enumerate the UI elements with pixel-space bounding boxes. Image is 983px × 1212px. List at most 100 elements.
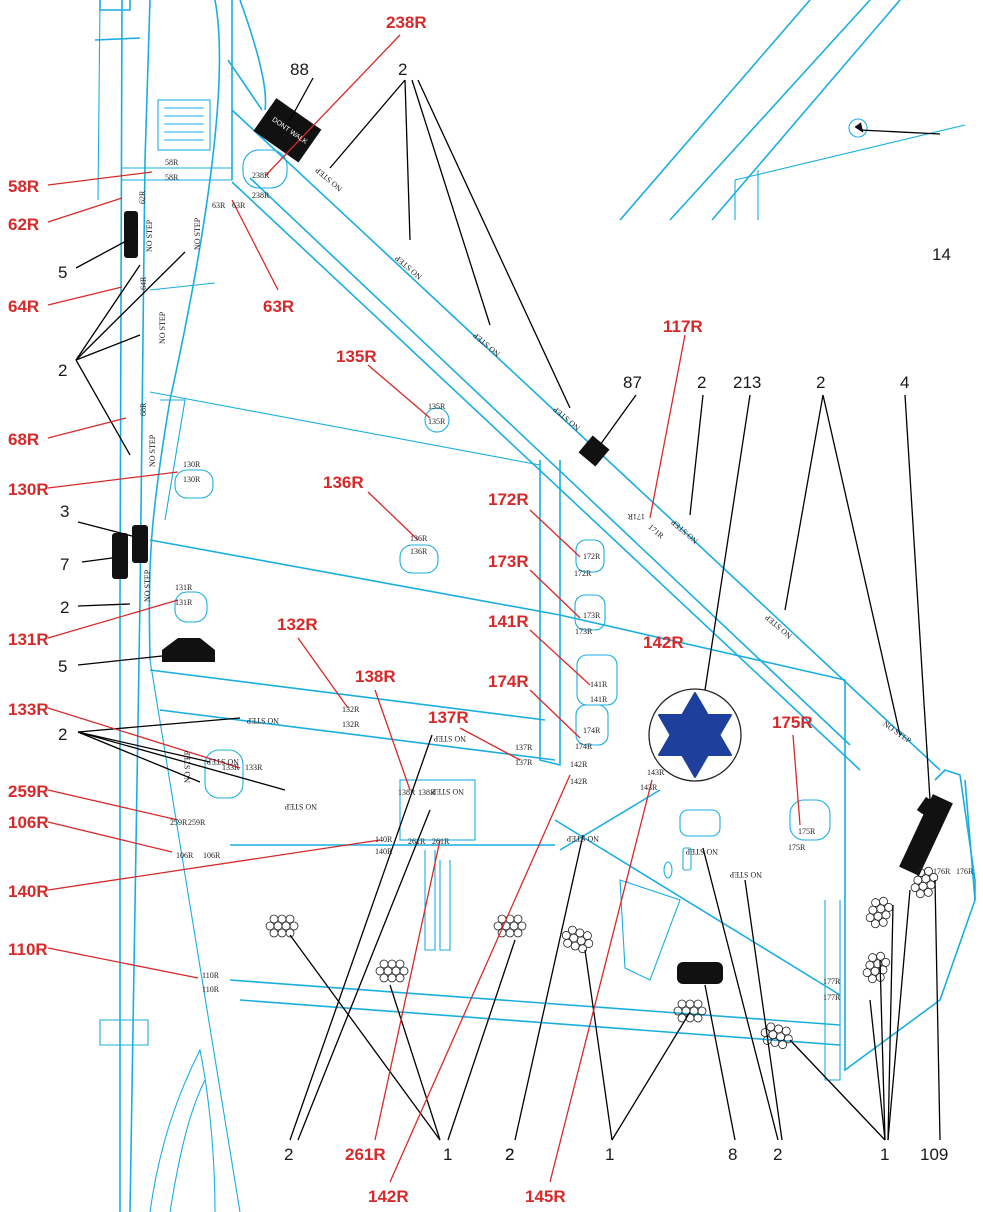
panel-label: 138R bbox=[398, 788, 416, 797]
panel-label: 142R bbox=[570, 760, 588, 769]
panel-label: 62R bbox=[138, 190, 147, 204]
panel-label: 175R bbox=[798, 827, 816, 836]
callout-black: 2 bbox=[60, 598, 69, 617]
callout-black: 2 bbox=[58, 725, 67, 744]
no-step-stencil: NO STEP bbox=[143, 569, 152, 602]
panel-label: 110R bbox=[202, 971, 220, 980]
panel-label: 174R bbox=[575, 742, 593, 751]
panel-label: 141R bbox=[590, 680, 608, 689]
callout-red: 131R bbox=[8, 630, 49, 649]
black-callouts: 88 2 14 5 2 87 2 213 2 4 3 7 2 5 2 2 2 1… bbox=[58, 60, 951, 1164]
callout-red: 142R bbox=[368, 1187, 409, 1206]
panel-label: 172R bbox=[574, 569, 592, 578]
panel-label: 135R bbox=[428, 402, 446, 411]
panel-label: 143R bbox=[647, 768, 665, 777]
panel-label: 137R bbox=[515, 758, 533, 767]
panel-label: 130R bbox=[183, 475, 201, 484]
panel-label: 131R bbox=[175, 598, 193, 607]
hex-stencil-clusters bbox=[265, 866, 939, 1049]
callout-black: 8 bbox=[728, 1145, 737, 1164]
panel-label: 177R bbox=[823, 977, 841, 986]
panel-label: 171R bbox=[627, 512, 645, 521]
panel-label: 137R bbox=[515, 743, 533, 752]
panel-label: 261R bbox=[432, 837, 450, 846]
no-step-stencil: NO STEP bbox=[433, 734, 466, 743]
callout-red: 141R bbox=[488, 612, 529, 631]
black-parts bbox=[112, 98, 953, 984]
callout-red: 133R bbox=[8, 700, 49, 719]
callout-black: 14 bbox=[932, 245, 951, 264]
callout-black: 4 bbox=[900, 373, 909, 392]
no-step-stencil: NO STEP bbox=[145, 219, 154, 252]
panel-label: 142R bbox=[570, 777, 588, 786]
callout-red: 175R bbox=[772, 713, 813, 732]
panel-label: 140R bbox=[375, 835, 393, 844]
black-leader-lines bbox=[75, 77, 941, 1141]
callout-black: 7 bbox=[60, 555, 69, 574]
callout-red: 259R bbox=[8, 782, 49, 801]
no-step-stencil: NO STEP bbox=[551, 405, 582, 433]
star-of-david-icon bbox=[658, 692, 732, 778]
panel-label: 173R bbox=[583, 611, 601, 620]
panel-label: 63R bbox=[212, 201, 226, 210]
panel-label: 238R bbox=[252, 171, 270, 180]
no-step-stencil: NO STEP bbox=[471, 331, 502, 359]
airframe-outline bbox=[94, 0, 976, 1212]
callout-black: 2 bbox=[816, 373, 825, 392]
callout-black: 3 bbox=[60, 502, 69, 521]
callout-red: 137R bbox=[428, 708, 469, 727]
callout-black: 5 bbox=[58, 657, 67, 676]
panel-label: 63R bbox=[232, 201, 246, 210]
callout-red: 172R bbox=[488, 490, 529, 509]
panel-label: 132R bbox=[342, 705, 360, 714]
panel-label: 238R bbox=[252, 191, 270, 200]
panel-label: 133R bbox=[245, 763, 263, 772]
panel-label: 106R bbox=[176, 851, 194, 860]
panel-label: 58R bbox=[165, 158, 179, 167]
star-roundel bbox=[648, 688, 742, 782]
callout-red: 138R bbox=[355, 667, 396, 686]
red-callouts: 238R 58R 62R 64R 63R 135R 68R 130R 136R … bbox=[8, 13, 813, 1206]
callout-red: 110R bbox=[8, 940, 48, 959]
no-step-stencil: NO STEP bbox=[685, 847, 718, 856]
callout-black: 2 bbox=[58, 361, 67, 380]
callout-red: 106R bbox=[8, 813, 49, 832]
callout-black: 5 bbox=[58, 263, 67, 282]
panel-label: 143R bbox=[640, 783, 658, 792]
callout-red: 145R bbox=[525, 1187, 566, 1206]
callout-black: 2 bbox=[398, 60, 407, 79]
panel-label: 136R bbox=[410, 534, 428, 543]
panel-label: 132R bbox=[342, 720, 360, 729]
panel-label: 174R bbox=[583, 726, 601, 735]
callout-black: 1 bbox=[605, 1145, 614, 1164]
no-step-stencil: NO STEP bbox=[206, 757, 239, 766]
callout-black: 2 bbox=[505, 1145, 514, 1164]
panel-label: 171R bbox=[646, 522, 666, 540]
no-step-stencil: NO STEP bbox=[566, 834, 599, 843]
no-step-stencil: NO STEP bbox=[431, 787, 464, 796]
no-step-stencil: NO STEP bbox=[148, 434, 157, 467]
callout-black: 2 bbox=[505, 1145, 514, 1164]
callout-red: 136R bbox=[323, 473, 364, 492]
no-step-stencil: NO STEP bbox=[763, 613, 794, 641]
callout-red: 140R bbox=[8, 882, 49, 901]
callout-black: 2 bbox=[697, 373, 706, 392]
panel-label: 110R bbox=[202, 985, 220, 994]
panel-label: 131R bbox=[175, 583, 193, 592]
panel-label: 133R bbox=[222, 763, 240, 772]
callout-black: 2 bbox=[284, 1145, 293, 1164]
callout-red: 261R bbox=[345, 1145, 386, 1164]
panel-label: 135R bbox=[428, 417, 446, 426]
panel-label: 106R bbox=[203, 851, 221, 860]
no-step-stencil: NO STEP bbox=[246, 716, 279, 725]
panel-label: 64R bbox=[139, 276, 148, 290]
panel-label: 140R bbox=[375, 847, 393, 856]
panel-label: 58R bbox=[165, 173, 179, 182]
no-step-stencil: NO STEP bbox=[729, 870, 762, 879]
panel-label: 261R bbox=[408, 837, 426, 846]
callout-red: 63R bbox=[263, 297, 294, 316]
callout-red: 58R bbox=[8, 177, 39, 196]
callout-red: 173R bbox=[488, 552, 529, 571]
callout-red: 135R bbox=[336, 347, 377, 366]
